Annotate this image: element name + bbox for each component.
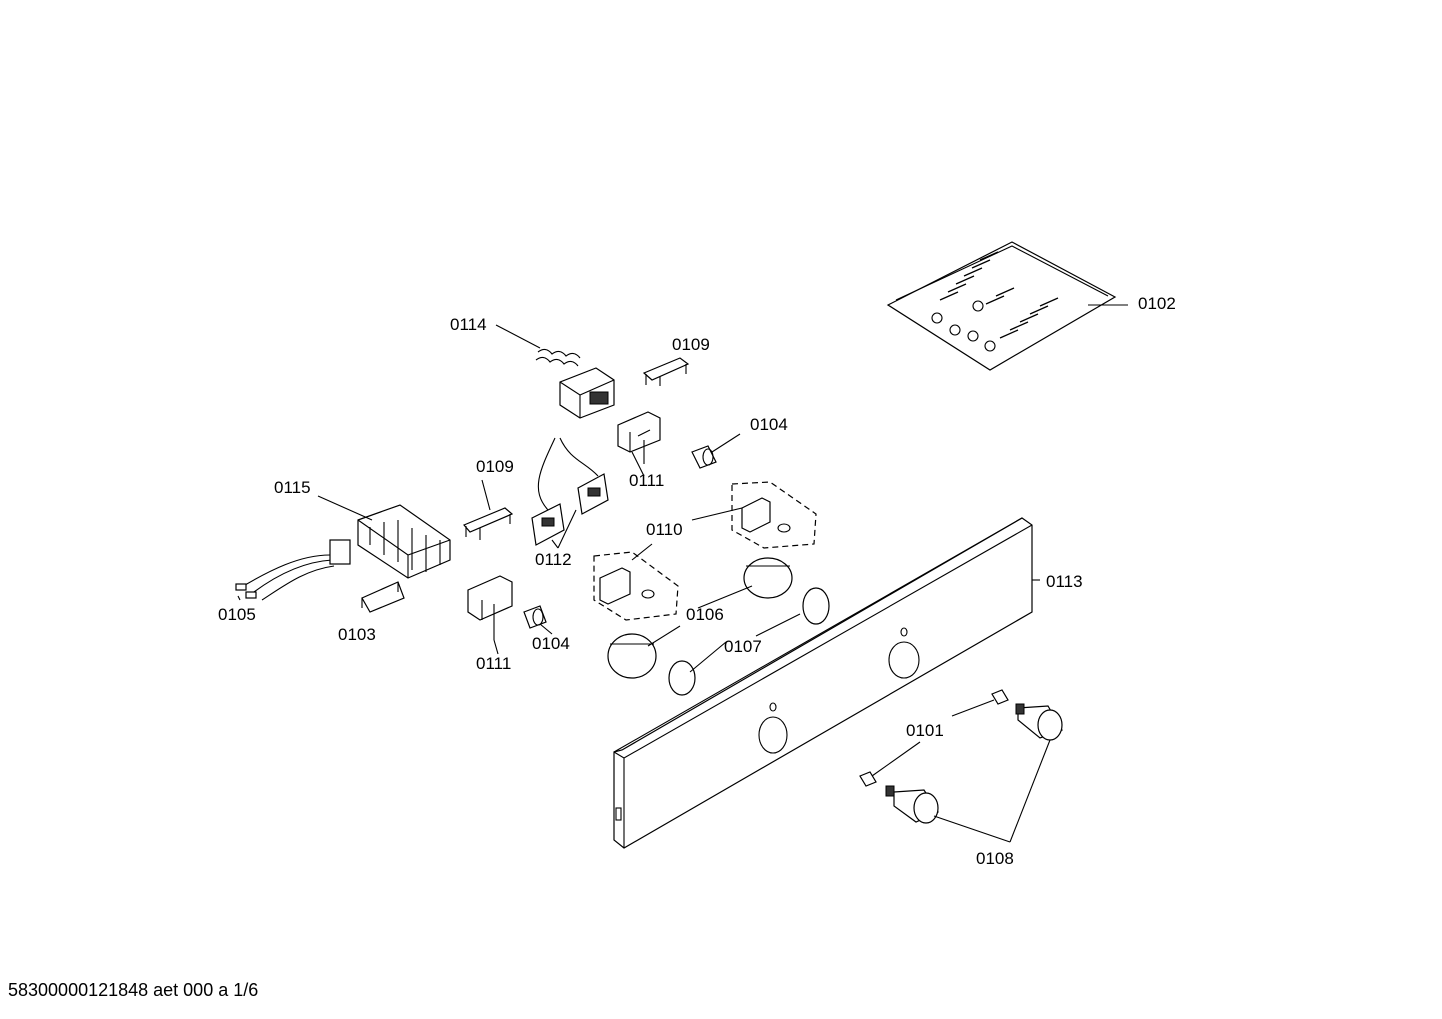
label-0113: 0113 bbox=[1046, 572, 1083, 591]
bracket-0103 bbox=[361, 581, 405, 613]
label-0109-lower: 0109 bbox=[476, 457, 514, 476]
label-0103: 0103 bbox=[338, 625, 376, 644]
screw-bag-part bbox=[886, 241, 1117, 371]
knob-housing-0106-upper bbox=[743, 557, 793, 599]
label-0107: 0107 bbox=[724, 637, 762, 656]
terminal-block-0115 bbox=[357, 504, 451, 579]
holder-0111-upper bbox=[617, 411, 661, 464]
thermostat-part bbox=[495, 324, 615, 419]
label-0108: 0108 bbox=[976, 849, 1014, 868]
label-0106: 0106 bbox=[686, 605, 724, 624]
leader-lines bbox=[237, 304, 1128, 843]
control-panel-0113 bbox=[613, 517, 1033, 849]
lamp-0104-lower bbox=[523, 605, 547, 629]
bracket-0109-lower bbox=[463, 507, 514, 540]
lamp-0104-upper bbox=[691, 445, 717, 469]
ring-0107-upper bbox=[802, 587, 830, 625]
switch-group-0110-lower bbox=[593, 551, 679, 621]
document-reference: 58300000121848 aet 000 a 1/6 bbox=[8, 980, 259, 1000]
label-0104-upper: 0104 bbox=[750, 415, 788, 434]
knob-0108-lower bbox=[885, 785, 939, 824]
label-0112: 0112 bbox=[535, 550, 572, 569]
switch-harness-0112 bbox=[531, 437, 609, 546]
label-0109-upper: 0109 bbox=[672, 335, 710, 354]
holder-0111-lower bbox=[467, 575, 513, 640]
label-0110: 0110 bbox=[646, 520, 683, 539]
knob-housing-0106-lower bbox=[607, 633, 657, 679]
ring-0107-lower bbox=[668, 660, 696, 696]
label-0114: 0114 bbox=[450, 315, 487, 334]
clip-0101-lower bbox=[859, 771, 877, 787]
knob-0108-upper bbox=[1015, 703, 1063, 741]
label-0111-lower: 0111 bbox=[476, 654, 511, 673]
clip-0101-upper bbox=[991, 689, 1009, 705]
label-0111-upper: 0111 bbox=[629, 471, 664, 490]
label-0104-lower: 0104 bbox=[532, 634, 570, 653]
bracket-0109-upper bbox=[642, 357, 690, 386]
switch-group-0110-upper bbox=[731, 481, 817, 549]
label-0115: 0115 bbox=[274, 478, 311, 497]
label-0105: 0105 bbox=[218, 605, 256, 624]
label-0102: 0102 bbox=[1138, 294, 1176, 313]
cable-0105 bbox=[235, 539, 351, 601]
label-0101: 0101 bbox=[906, 721, 944, 740]
